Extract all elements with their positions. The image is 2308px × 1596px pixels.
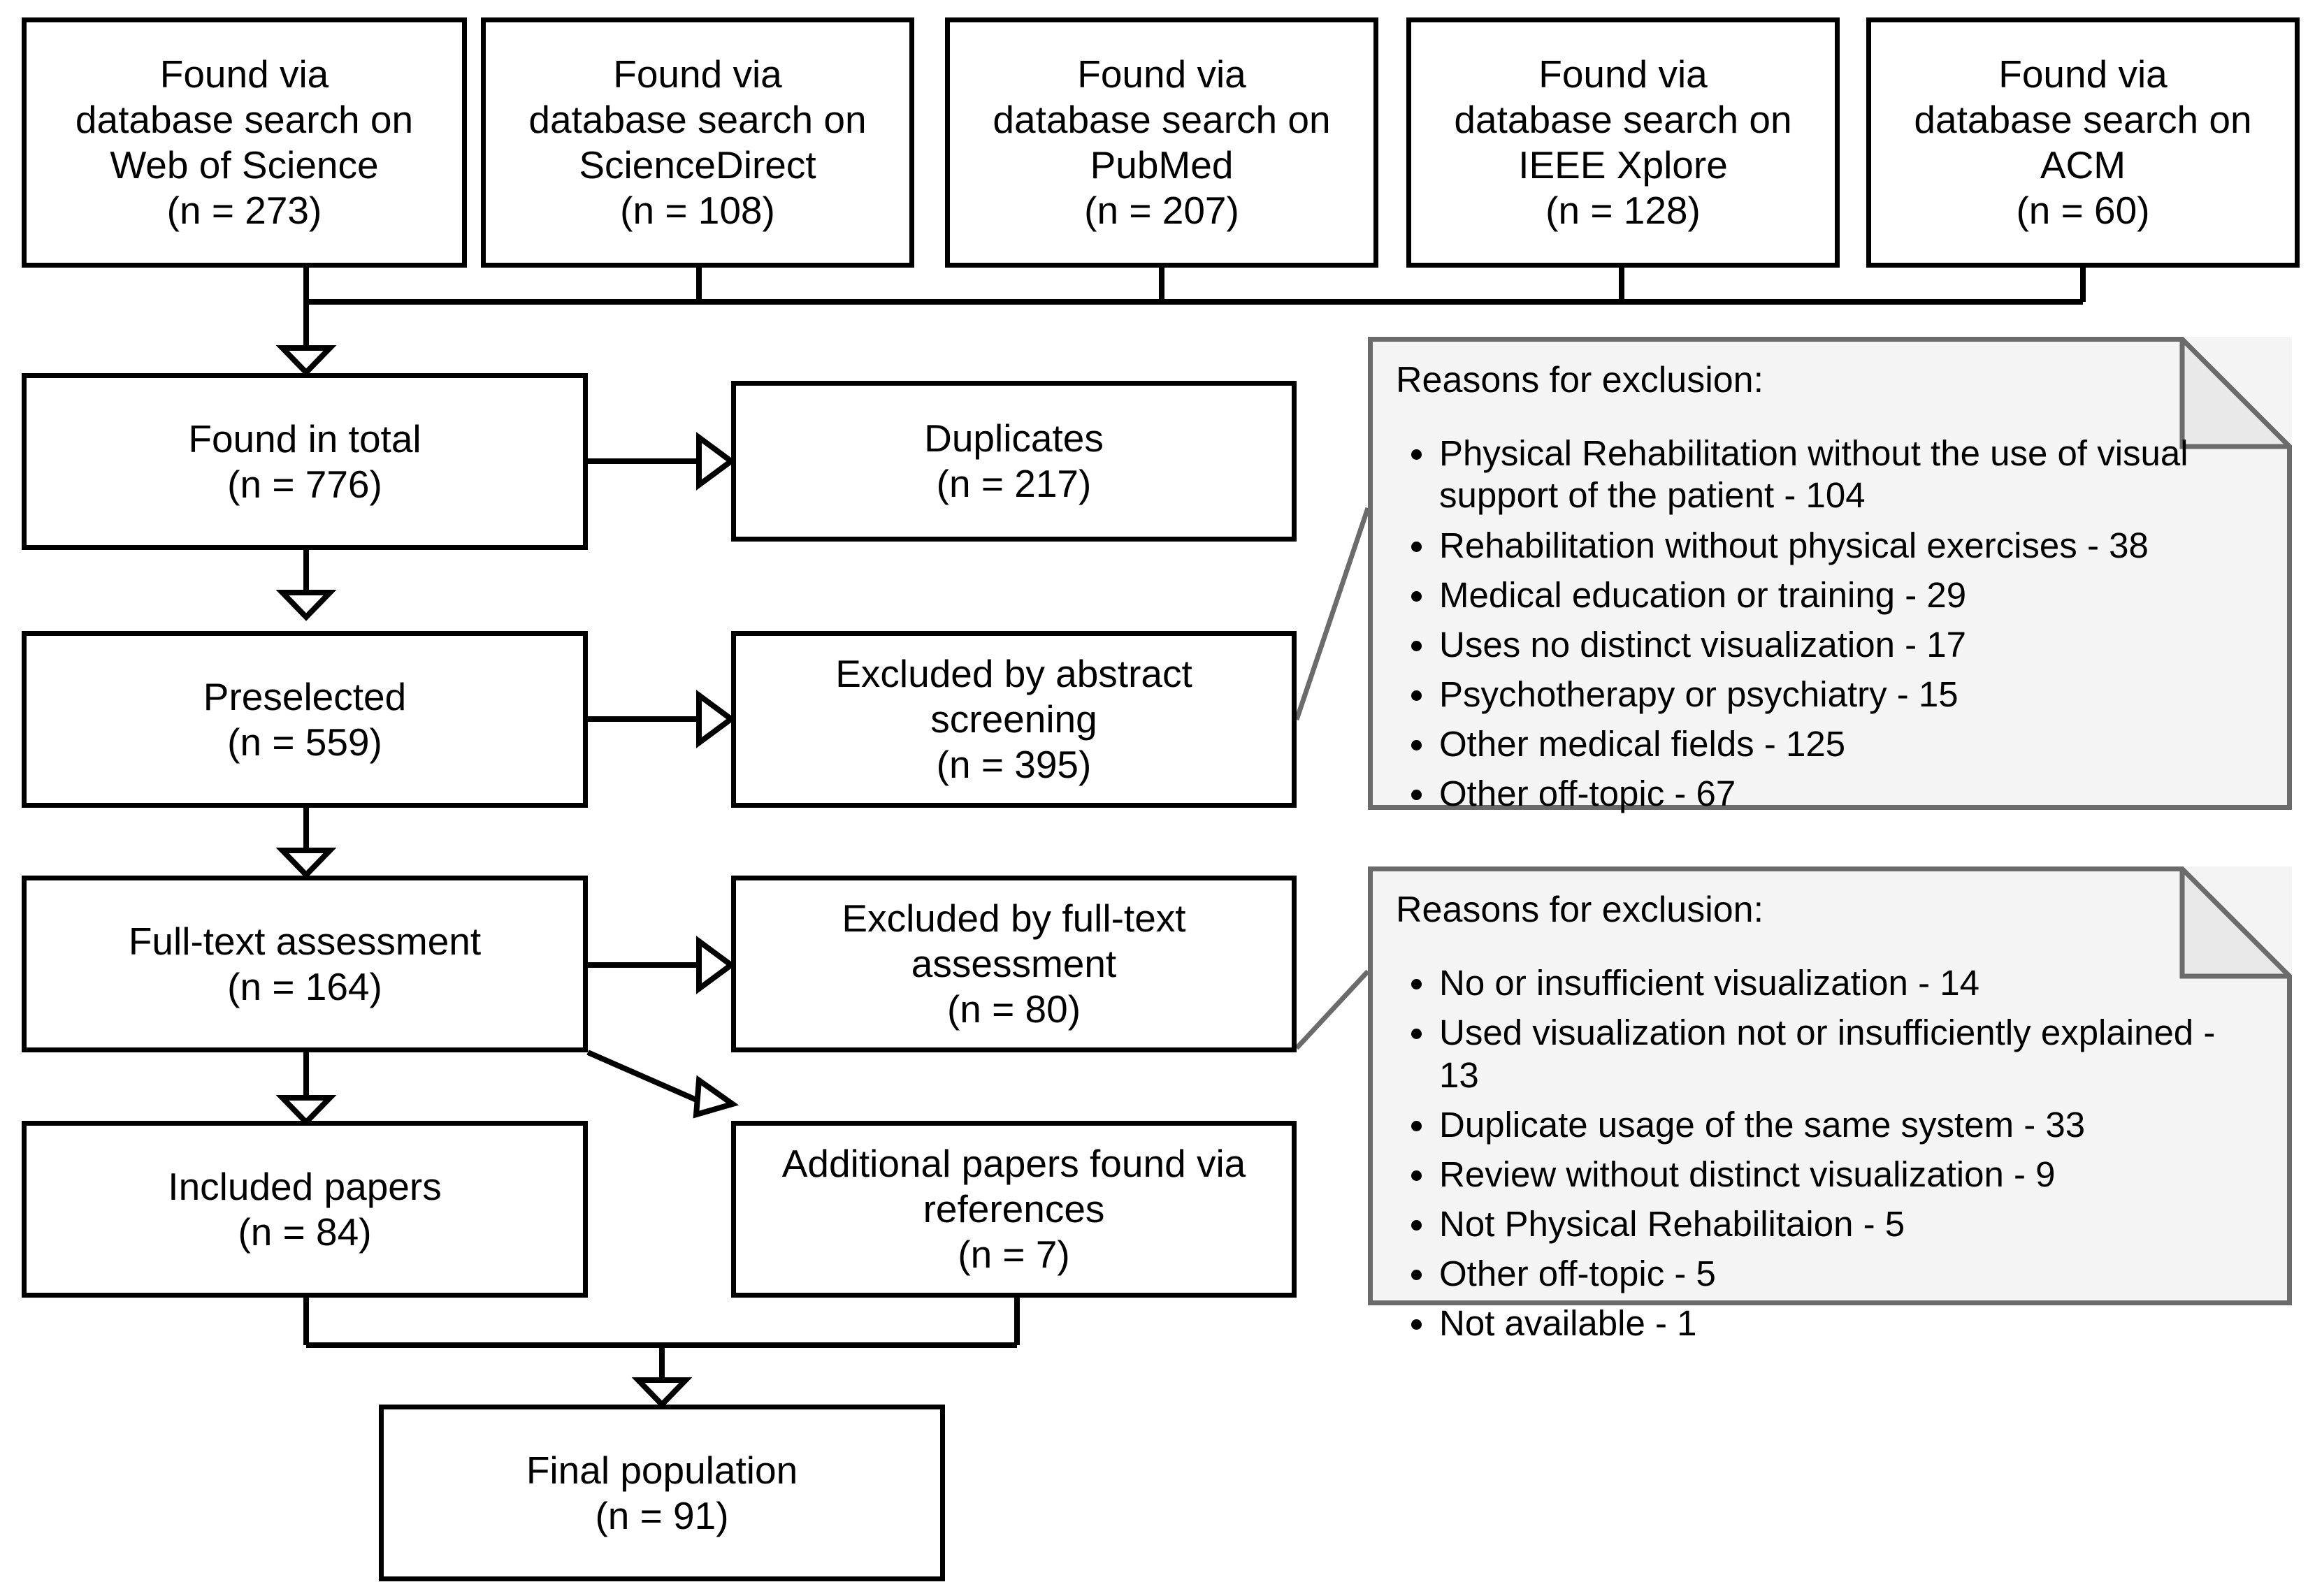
stage-count: (n = 559)	[227, 720, 382, 764]
source-count: (n = 108)	[620, 188, 775, 232]
note-connector-lines	[1294, 507, 1371, 1050]
note-reason-item: Not Physical Rehabilitaion - 5	[1396, 1203, 2264, 1245]
source-box-web-of-science: Found via database search on Web of Scie…	[22, 17, 467, 268]
source-box-acm: Found via database search on ACM (n = 60…	[1866, 17, 2300, 268]
source-count: (n = 128)	[1545, 188, 1701, 232]
note-reasons-for-exclusion-abstract: Reasons for exclusion: Physical Rehabili…	[1368, 337, 2292, 813]
connector-merge-to-final	[303, 1298, 1020, 1385]
additional-count: (n = 7)	[958, 1232, 1070, 1276]
exclusion-box-full-text-assessment: Excluded by full-text assessment (n = 80…	[731, 876, 1297, 1052]
source-line2: database search on	[528, 98, 867, 142]
note-folded-corner-icon	[2179, 337, 2292, 449]
stage-count: (n = 776)	[227, 462, 382, 506]
exclusion-count: (n = 80)	[946, 987, 1081, 1031]
stage-count: (n = 164)	[227, 964, 382, 1008]
source-line1: Found via	[1998, 52, 2168, 96]
stage-box-full-text-assessment: Full-text assessment (n = 164)	[22, 876, 588, 1052]
source-line2: database search on	[1914, 98, 2252, 142]
source-line3: IEEE Xplore	[1518, 143, 1728, 187]
note-reason-item: Medical education or training - 29	[1396, 574, 2264, 616]
additional-line2: references	[923, 1187, 1105, 1231]
exclusion-count: (n = 217)	[936, 462, 1092, 505]
arrowhead-preselected	[275, 590, 337, 621]
source-line3: PubMed	[1090, 143, 1234, 187]
note-shape	[1368, 337, 2292, 810]
note-title: Reasons for exclusion:	[1396, 360, 1764, 400]
source-line3: Web of Science	[110, 143, 379, 187]
stage-box-included-papers: Included papers (n = 84)	[22, 1121, 588, 1298]
source-line3: ScienceDirect	[579, 143, 816, 187]
exclusion-line2: assessment	[911, 942, 1117, 986]
source-line3: ACM	[2040, 143, 2126, 187]
stage-label: Included papers	[168, 1164, 442, 1208]
note-reason-item: No or insufficient visualization - 14	[1396, 962, 2264, 1004]
exclusion-line2: screening	[930, 697, 1097, 741]
source-line2: database search on	[993, 98, 1331, 142]
source-line1: Found via	[159, 52, 329, 96]
note-body	[1368, 866, 2292, 1305]
note-title: Reasons for exclusion:	[1396, 890, 1764, 930]
note-reason-item: Uses no distinct visualization - 17	[1396, 624, 2264, 666]
stage-box-final-population: Final population (n = 91)	[379, 1405, 945, 1581]
note-folded-corner-icon	[2179, 866, 2292, 979]
exclusion-line1: Excluded by full-text	[842, 897, 1186, 941]
source-line1: Found via	[613, 52, 782, 96]
source-box-sciencedirect: Found via database search on ScienceDire…	[481, 17, 914, 268]
exclusion-line1: Excluded by abstract	[835, 652, 1192, 696]
source-count: (n = 273)	[166, 188, 322, 232]
exclusion-box-abstract-screening: Excluded by abstract screening (n = 395)	[731, 631, 1297, 808]
note-reason-item: Other off-topic - 5	[1396, 1253, 2264, 1295]
note-shape	[1368, 866, 2292, 1305]
arrowhead-fulltext-excluded	[696, 936, 736, 994]
stage-label: Final population	[526, 1448, 798, 1492]
arrowhead-found-in-total	[275, 345, 337, 377]
source-count: (n = 60)	[2016, 188, 2150, 232]
note-reason-item: Other off-topic - 67	[1396, 773, 2264, 815]
arrowhead-included-papers	[275, 1095, 337, 1126]
note-reason-list: Physical Rehabilitation without the use …	[1396, 433, 2264, 815]
stage-label: Preselected	[203, 674, 407, 718]
exclusion-box-additional-papers: Additional papers found via references (…	[731, 1121, 1297, 1298]
source-line2: database search on	[1454, 98, 1792, 142]
connector-fulltext-to-additional	[586, 1050, 707, 1107]
exclusion-line1: Duplicates	[924, 416, 1104, 460]
stage-box-found-in-total: Found in total (n = 776)	[22, 373, 588, 550]
additional-line1: Additional papers found via	[781, 1142, 1246, 1186]
note-reason-item: Review without distinct visualization - …	[1396, 1154, 2264, 1196]
source-line1: Found via	[1077, 52, 1246, 96]
note-reason-item: Rehabilitation without physical exercise…	[1396, 525, 2264, 567]
source-count: (n = 207)	[1084, 188, 1239, 232]
arrowhead-duplicates	[696, 432, 736, 491]
note-reason-item: Duplicate usage of the same system - 33	[1396, 1104, 2264, 1146]
note-reasons-for-exclusion-fulltext: Reasons for exclusion: No or insufficien…	[1368, 866, 2292, 1343]
note-reason-item: Used visualization not or insufficiently…	[1396, 1012, 2264, 1096]
note-reason-item: Physical Rehabilitation without the use …	[1396, 433, 2264, 516]
arrowhead-final-population	[631, 1377, 693, 1409]
arrowhead-additional-papers	[693, 1075, 740, 1119]
stage-label: Full-text assessment	[128, 919, 482, 963]
source-line1: Found via	[1538, 52, 1708, 96]
source-line2: database search on	[75, 98, 414, 142]
note-reason-list: No or insufficient visualization - 14 Us…	[1396, 962, 2264, 1344]
stage-count: (n = 91)	[595, 1493, 729, 1537]
note-reason-item: Not available - 1	[1396, 1303, 2264, 1344]
source-box-ieee-xplore: Found via database search on IEEE Xplore…	[1406, 17, 1840, 268]
exclusion-count: (n = 395)	[936, 742, 1092, 786]
note-reason-item: Psychotherapy or psychiatry - 15	[1396, 674, 2264, 716]
source-stems	[303, 268, 2086, 353]
arrowhead-fulltext-assessment	[275, 848, 337, 879]
stage-label: Found in total	[188, 416, 421, 460]
exclusion-box-duplicates: Duplicates (n = 217)	[731, 381, 1297, 542]
arrowhead-abstract-excluded	[696, 690, 736, 748]
stage-box-preselected: Preselected (n = 559)	[22, 631, 588, 808]
note-reason-item: Other medical fields - 125	[1396, 723, 2264, 765]
source-box-pubmed: Found via database search on PubMed (n =…	[945, 17, 1378, 268]
note-body	[1368, 337, 2292, 810]
stage-count: (n = 84)	[238, 1210, 372, 1254]
